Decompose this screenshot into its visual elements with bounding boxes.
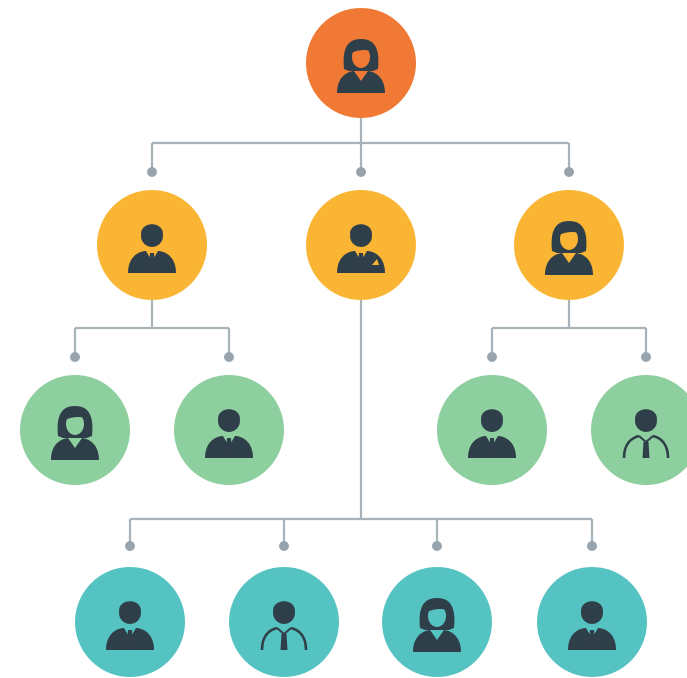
connector-dot — [70, 352, 80, 362]
connector-dot — [564, 167, 574, 177]
man-avatar-icon — [205, 409, 253, 458]
man-outline-avatar-icon — [260, 601, 308, 651]
man-outline-avatar-icon — [622, 409, 670, 459]
man-avatar-icon — [468, 409, 516, 458]
connector-dot — [224, 352, 234, 362]
node-l2-b — [174, 375, 284, 485]
node-l2-d — [591, 375, 687, 485]
man-avatar-icon — [106, 601, 154, 650]
connectors-layer — [70, 118, 651, 551]
connector-dot — [487, 352, 497, 362]
connector-dot — [147, 167, 157, 177]
node-l3-c — [382, 567, 492, 677]
node-l1-left — [97, 190, 207, 300]
man-avatar-icon — [128, 224, 176, 273]
node-l3-d — [537, 567, 647, 677]
woman-avatar-icon — [545, 221, 593, 275]
node-l1-right — [514, 190, 624, 300]
connector-dot — [356, 167, 366, 177]
node-root — [306, 8, 416, 118]
node-circle — [591, 375, 687, 485]
connector-dot — [641, 352, 651, 362]
man-suit-avatar-icon — [337, 224, 385, 273]
node-l2-a — [20, 375, 130, 485]
woman-avatar-icon — [337, 39, 385, 93]
node-l2-c — [437, 375, 547, 485]
connector-dot — [432, 541, 442, 551]
connector-dot — [279, 541, 289, 551]
node-l1-center — [306, 190, 416, 300]
connector-dot — [587, 541, 597, 551]
node-l3-b — [229, 567, 339, 677]
man-avatar-icon — [568, 601, 616, 650]
node-l3-a — [75, 567, 185, 677]
connector-dot — [125, 541, 135, 551]
nodes-layer — [20, 8, 687, 677]
woman-avatar-icon — [413, 598, 461, 652]
woman-avatar-icon — [51, 406, 99, 460]
